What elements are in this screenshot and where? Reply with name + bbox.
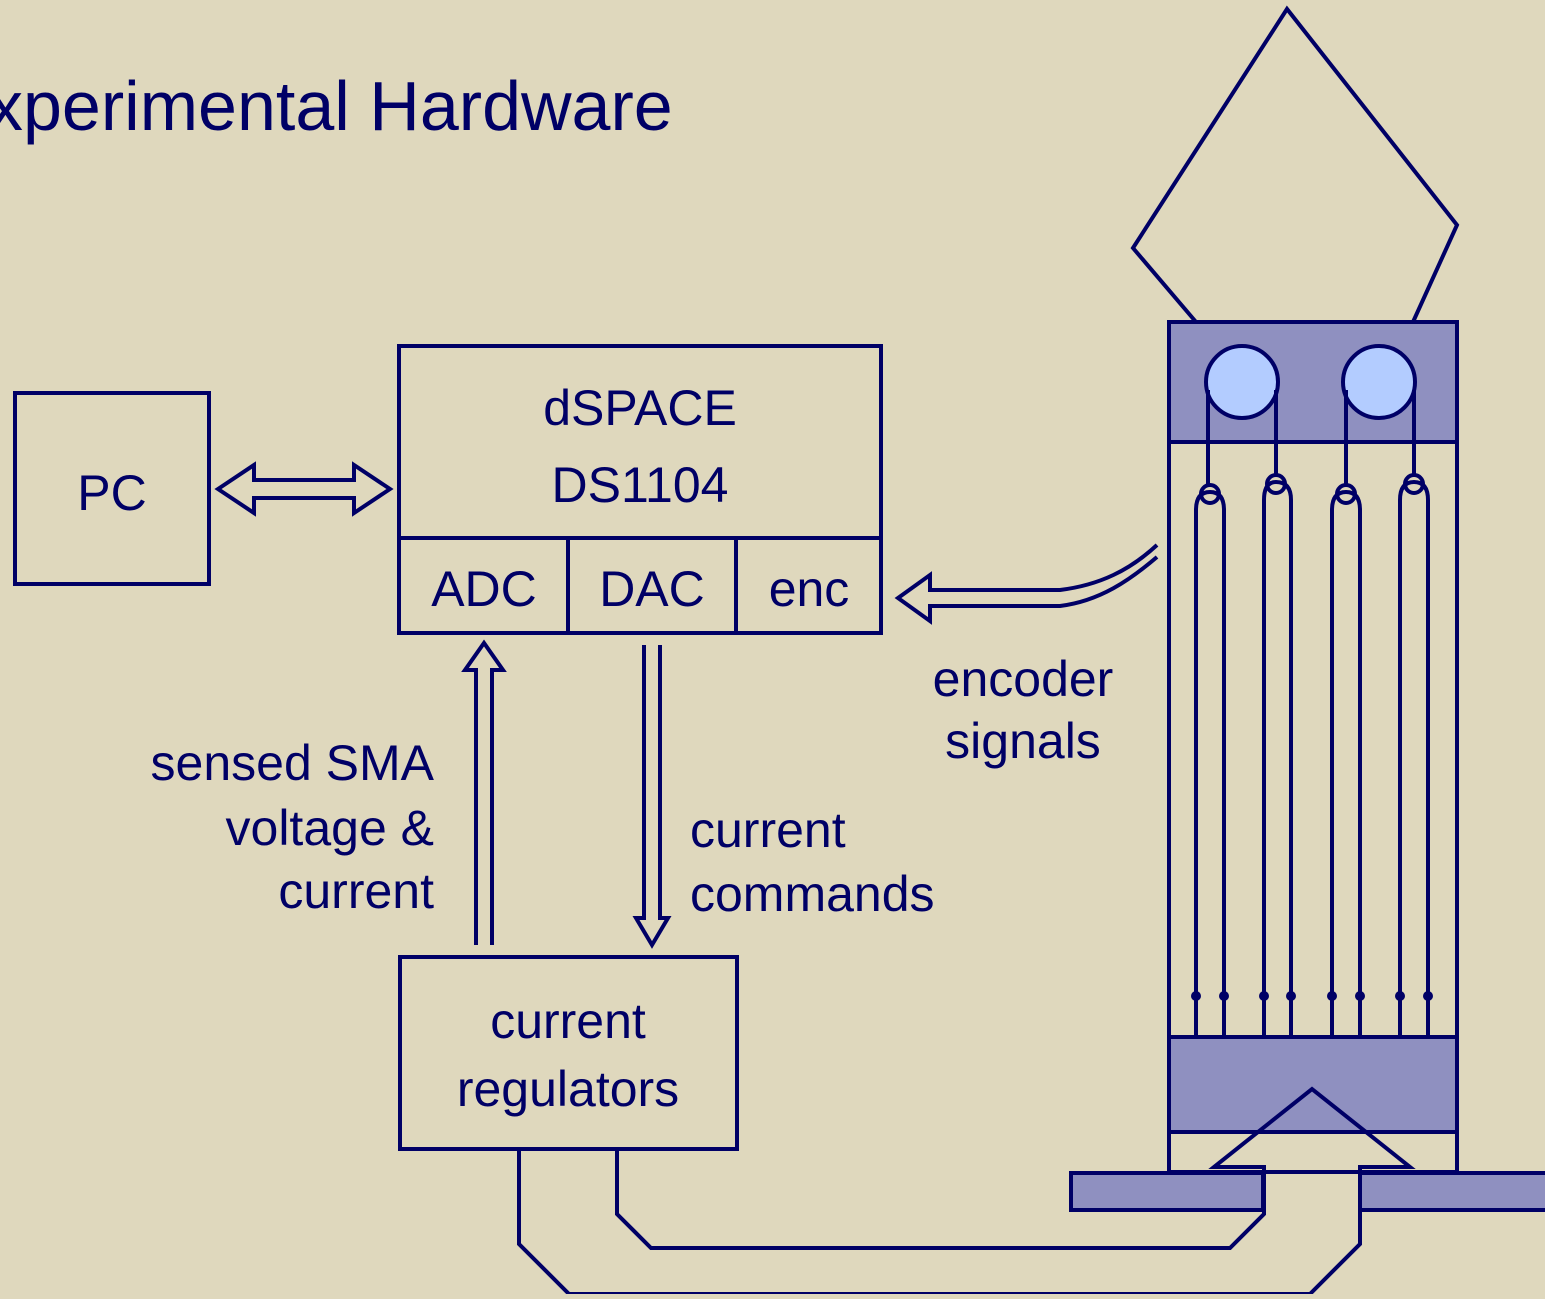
sensed-label-3: current (278, 863, 434, 919)
pc-box: PC (13, 391, 211, 586)
sensed-label-2: voltage & (226, 800, 434, 856)
dspace-label: dSPACE (543, 380, 737, 436)
encoder-arrow (894, 543, 1159, 625)
commands-label-2: commands (690, 866, 935, 922)
adc-port-label: ADC (431, 561, 537, 617)
actuator-assembly (1069, 5, 1545, 1212)
bottom-anchor-block (1167, 1035, 1459, 1134)
regulators-label-1: current (490, 993, 646, 1049)
actuator-tip (1130, 5, 1460, 324)
pulley-right (1341, 344, 1417, 420)
regulators-label-2: regulators (457, 1061, 679, 1117)
current-supply-path (517, 1086, 1416, 1296)
commands-down-arrow (632, 645, 672, 949)
dac-port-label: DAC (599, 561, 705, 617)
ds1104-label: DS1104 (552, 457, 729, 513)
mounting-plate-left (1069, 1171, 1265, 1212)
pc-dspace-double-arrow (214, 461, 394, 517)
mounting-plate-right (1358, 1171, 1545, 1212)
pc-label: PC (77, 465, 146, 521)
pulley-left (1204, 344, 1280, 420)
dspace-box: dSPACE DS1104 ADC DAC enc (397, 344, 883, 635)
commands-label-1: current (690, 802, 846, 858)
sma-wires (1194, 390, 1430, 1035)
wire-crimp-dots (1191, 991, 1433, 1001)
encoder-signals-label-1: encoder (933, 651, 1114, 707)
page-title: xperimental Hardware (0, 67, 673, 145)
sensed-up-arrow (461, 639, 507, 945)
regulators-box: current regulators (398, 955, 739, 1151)
encoder-signals-label-2: signals (945, 713, 1101, 769)
enc-port-label: enc (769, 561, 850, 617)
sensed-label-1: sensed SMA (151, 735, 435, 791)
